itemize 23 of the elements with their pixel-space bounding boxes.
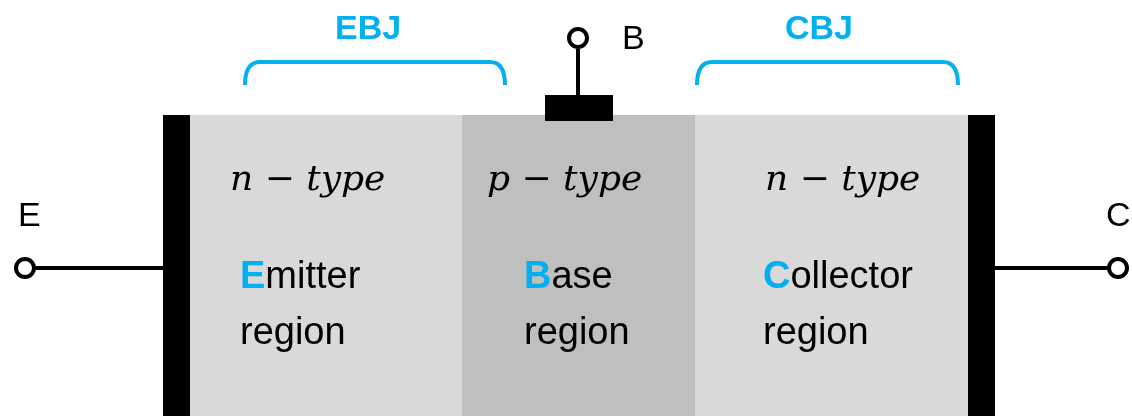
doping-type-label: p − type — [487, 157, 643, 198]
collector-region — [695, 115, 968, 416]
terminal-circle — [1107, 257, 1129, 279]
terminal-label: B — [622, 18, 645, 57]
lead-wire — [995, 266, 1107, 270]
junction-label: CBJ — [785, 8, 854, 47]
region-label: Emitter region — [240, 253, 362, 354]
terminal-circle — [14, 257, 36, 279]
lead-wire — [576, 49, 580, 95]
region-label: Collector region — [763, 253, 914, 354]
base-region — [462, 115, 695, 416]
terminal-circle — [567, 27, 589, 49]
contact-bar — [968, 115, 995, 416]
emitter-region — [190, 115, 462, 416]
doping-type-label: n − type — [230, 157, 386, 198]
terminal-label: C — [1106, 195, 1131, 234]
junction-label: EBJ — [335, 8, 402, 47]
contact-bar — [545, 95, 613, 121]
terminal-label: E — [18, 195, 41, 234]
region-label: Base region — [524, 253, 631, 354]
lead-wire — [36, 266, 163, 270]
doping-type-label: n − type — [765, 157, 921, 198]
contact-bar — [163, 115, 190, 416]
